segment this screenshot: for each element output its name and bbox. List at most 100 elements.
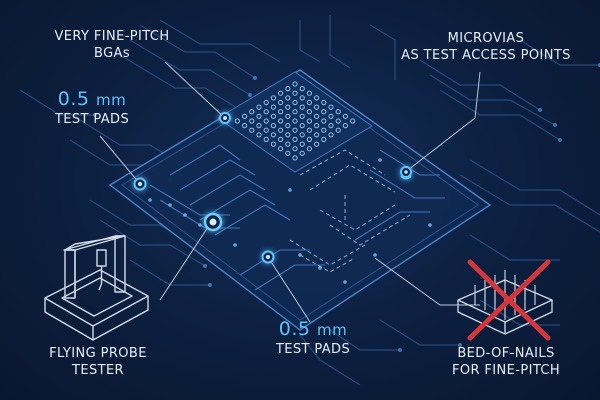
label-flying-probe: FLYING PROBE TESTER [46,345,150,379]
bga-ball [263,109,269,115]
bga-ball [285,150,291,156]
test-point-pad-center [261,250,275,264]
bga-ball [292,146,298,152]
bga-ball [249,109,255,115]
bga-ball [285,141,291,147]
bga-ball [299,86,305,92]
bga-ball [314,104,320,110]
bga-ball [314,113,320,119]
bga-ball [306,146,312,152]
bga-ball [321,99,327,106]
bga-ball [335,127,341,133]
bga-ball [263,127,269,133]
bga-ball [278,146,284,152]
bga-ball [306,109,312,115]
bga-ball [256,123,262,129]
bga-ball [292,99,298,106]
bga-ball [342,113,348,119]
bga-ball [306,127,312,133]
label-test-pads-bottom-size: 0.5 mm [270,318,356,341]
test-point-probe [203,212,223,232]
bga-ball [335,118,341,124]
bga-ball [256,104,262,110]
bga-ball [278,127,284,133]
bga-ball [256,132,262,138]
bga-ball [306,136,312,142]
test-pads-bottom-unit: mm [317,321,348,339]
bga-ball [278,118,284,124]
bga-ball [270,141,276,147]
bga-ball [328,123,334,129]
bga-ball [306,99,312,106]
bga-ball [306,90,312,96]
test-pads-top-unit: mm [96,91,127,109]
bga-ball [278,136,284,142]
bga-ball [299,141,305,147]
bga-ball [270,95,276,101]
test-point-pad-left [133,177,147,191]
bga-ball [278,90,284,96]
bga-ball [270,123,276,129]
bga-ball [321,118,327,124]
red-cross-icon [467,259,551,341]
bga-grid [217,71,373,173]
bga-ball [285,104,291,110]
test-point-microvia [400,166,412,180]
bga-ball [263,136,269,142]
bga-ball [285,123,291,129]
bga-ball [285,95,291,101]
bga-ball [350,118,356,124]
label-test-pads-bottom-caption: TEST PADS [275,342,351,357]
bga-ball [278,99,284,106]
label-microvias-line1: MICROVIAS [447,31,525,46]
bga-ball [306,118,312,124]
label-bed-of-nails-line1: BED-OF-NAILS [457,346,555,361]
bga-ball [328,104,334,110]
bga-ball [242,123,248,129]
bga-ball [299,95,305,101]
bga-ball [314,132,320,138]
label-bga-line1: VERY FINE-PITCH [54,29,170,44]
label-flying-probe-line2: TESTER [72,363,124,378]
bga-ball [314,95,320,101]
label-test-pads-top-caption: TEST PADS [54,112,130,127]
bga-ball [299,132,305,138]
label-bed-of-nails-line2: FOR FINE-PITCH [451,363,561,378]
test-point-bga [219,112,231,124]
label-bed-of-nails: BED-OF-NAILS FOR FINE-PITCH [436,345,576,379]
bga-ball [270,104,276,110]
bga-ball [292,90,298,96]
bga-ball [314,123,320,129]
bga-ball [321,136,327,142]
bga-ball [292,109,298,115]
bga-ball [335,109,341,115]
bga-ball [270,113,276,119]
bga-ball [299,150,305,156]
bga-ball [263,99,269,106]
flying-probe-tester-icon [44,235,149,341]
bga-ball [285,113,291,119]
bga-ball [328,113,334,119]
bga-ball [314,141,320,147]
label-test-pads-top-size: 0.5 mm [52,88,132,111]
label-bga: VERY FINE-PITCH BGAs [52,28,172,62]
pcb-board [108,69,492,331]
bga-ball [285,132,291,138]
label-test-pads-bottom: 0.5 mm TEST PADS [270,318,356,358]
bga-ball [292,81,298,87]
bga-ball [321,127,327,133]
bga-ball [242,113,248,119]
bga-ball [234,118,240,124]
label-flying-probe-line1: FLYING PROBE [49,346,147,361]
bga-ball [321,109,327,115]
bga-ball [342,123,348,129]
bga-ball [256,113,262,119]
bga-ball [249,127,255,133]
label-bga-line2: BGAs [93,46,131,61]
label-test-pads-top: 0.5 mm TEST PADS [52,88,132,128]
bga-ball [292,136,298,142]
bga-ball [292,118,298,124]
bga-ball [285,86,291,92]
